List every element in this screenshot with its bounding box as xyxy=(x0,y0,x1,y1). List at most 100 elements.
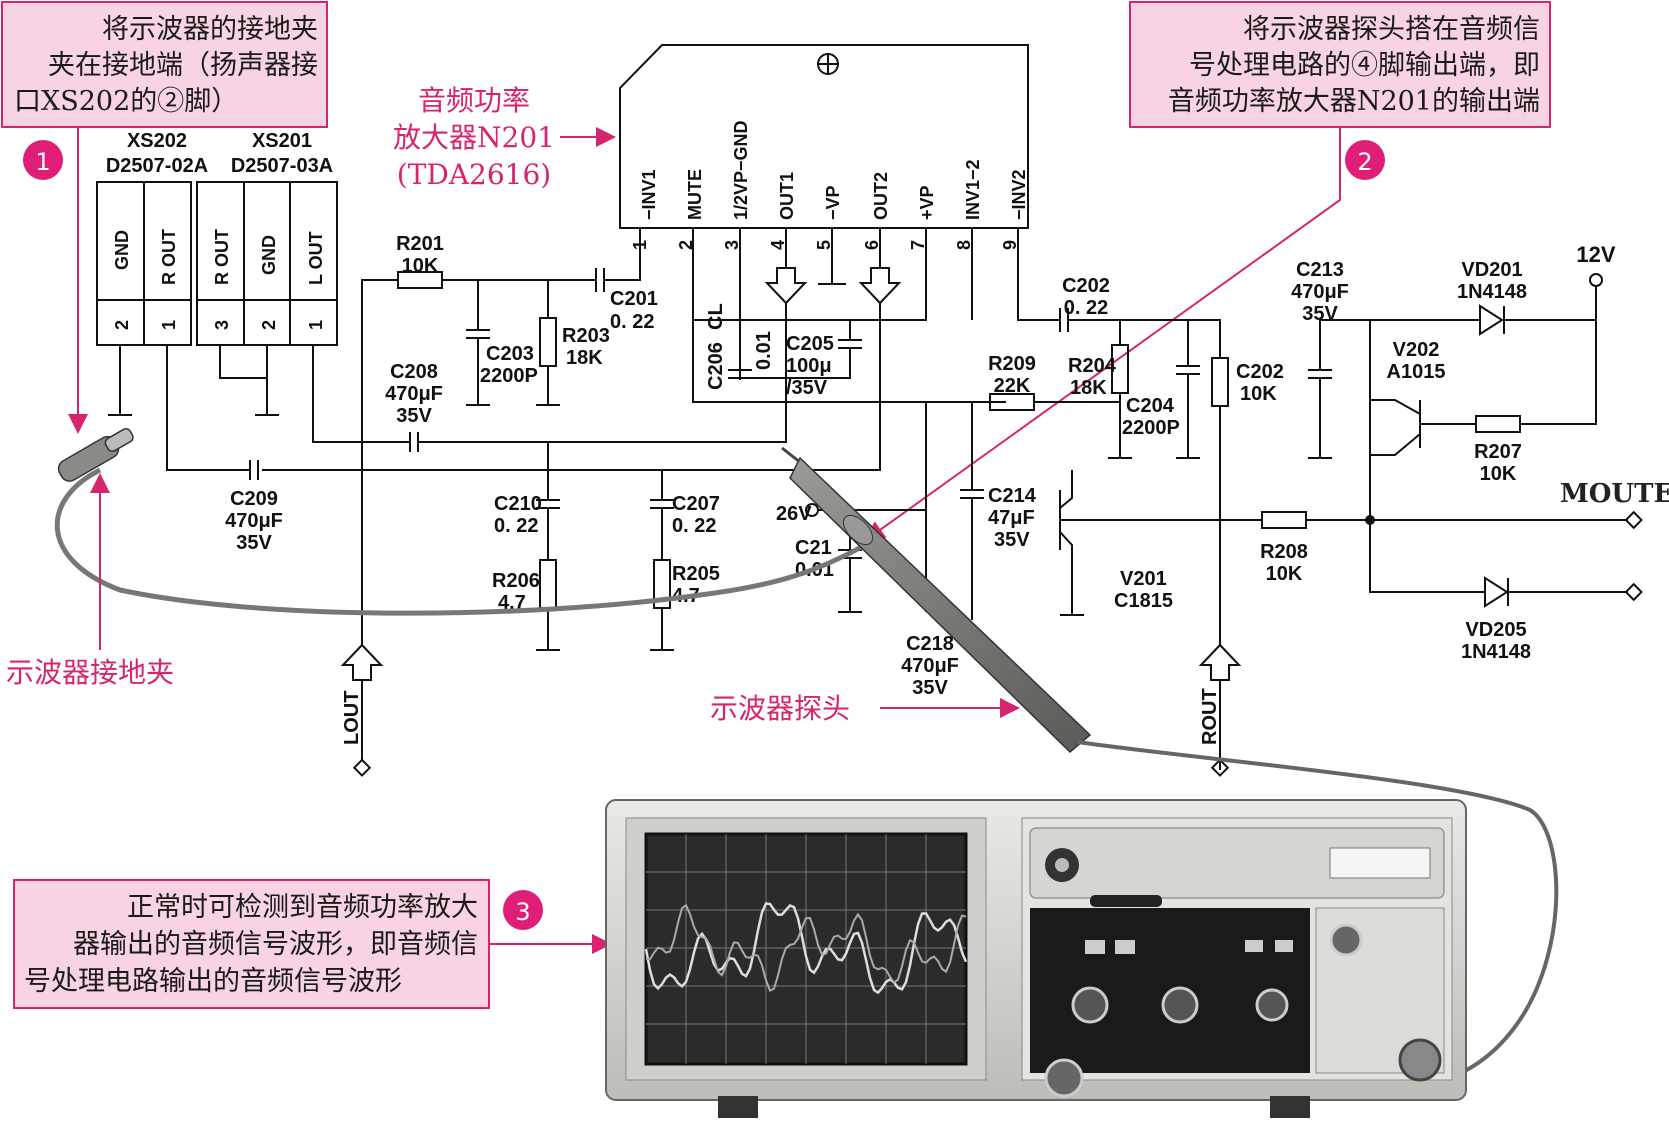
ic-pin-label-2: MUTE xyxy=(685,169,705,220)
mute-label: MOUTE xyxy=(1560,479,1669,509)
xs202-pin-rout: R OUT xyxy=(159,229,179,285)
r201-name: R201 xyxy=(396,233,444,255)
xs202-num-1: 1 xyxy=(159,320,179,330)
c214-name: C214 xyxy=(988,485,1037,507)
c210-name: C210 xyxy=(494,493,542,515)
xs201-name: XS201 xyxy=(252,130,312,152)
vd205-type: 1N4148 xyxy=(1461,641,1531,663)
ic-pin-label-3: 1/2VP−GND xyxy=(731,120,751,220)
badge-3 xyxy=(503,890,543,930)
c213-name: C213 xyxy=(1296,259,1344,281)
r207-name: R207 xyxy=(1474,441,1522,463)
c218-rating: 35V xyxy=(912,677,948,699)
r209-value: 22K xyxy=(994,375,1031,397)
c201-name: C201 xyxy=(610,288,658,310)
amplifier-label: 音频功率 放大器N201 (TDA2616) xyxy=(393,84,616,191)
ic-pin-label-9: −INV2 xyxy=(1009,169,1029,220)
ic-pin-number-5: 5 xyxy=(814,240,834,250)
circuit-wires xyxy=(108,228,1643,777)
callout-3-line-2: 器输出的音频信号波形，即音频信 xyxy=(73,929,478,960)
r205-name: R205 xyxy=(672,563,720,585)
probe-label: 示波器探头 xyxy=(710,692,850,725)
amp-label-line-3: (TDA2616) xyxy=(397,158,551,191)
c213-value: 470μF xyxy=(1291,281,1349,303)
ic-pin-label-8: INV1−2 xyxy=(963,159,983,220)
xs202-num-2: 2 xyxy=(112,320,132,330)
c207-value: 0. 22 xyxy=(672,515,716,537)
callout-3-line-3: 号处理电路输出的音频信号波形 xyxy=(24,966,402,997)
callout-2-line-2: 号处理电路的④脚输出端，即 xyxy=(1189,50,1540,81)
connector-xs201: XS201 D2507-03A R OUT GND L OUT 3 2 1 xyxy=(196,130,338,346)
lout-label: LOUT xyxy=(341,691,363,745)
c206-name: C206 xyxy=(705,342,727,390)
ic-pin-label-5: −VP xyxy=(823,185,843,220)
xs202-name: XS202 xyxy=(127,130,187,152)
c205-rating: /35V xyxy=(786,377,828,399)
r201-value: 10K xyxy=(402,255,439,277)
badge-1 xyxy=(23,140,63,180)
c205-name: C205 xyxy=(786,333,834,355)
c202a-name: C202 xyxy=(1062,275,1110,297)
xs201-part: D2507-03A xyxy=(231,155,333,177)
ic-n201: −INV11MUTE21/2VP−GND3OUT14−VP5OUT26+VP7I… xyxy=(619,44,1029,250)
r203-name: R203 xyxy=(562,325,610,347)
amp-label-line-2: 放大器N201 xyxy=(393,121,555,154)
v201-name: V201 xyxy=(1120,568,1167,590)
c209-name: C209 xyxy=(230,488,278,510)
c202b-value: 10K xyxy=(1240,383,1277,405)
ic-pin-number-9: 9 xyxy=(1000,240,1020,250)
c218-value: 470μF xyxy=(901,655,959,677)
c207-name: C207 xyxy=(672,493,720,515)
badge-3-number: 3 xyxy=(515,898,530,926)
vd205-name: VD205 xyxy=(1465,619,1526,641)
v201-type: C1815 xyxy=(1114,590,1173,612)
ground-clip-label: 示波器接地夹 xyxy=(6,656,174,689)
c209-value: 470μF xyxy=(225,510,283,532)
callout-2: 将示波器探头搭在音频信 号处理电路的④脚输出端，即 音频功率放大器N201的输出… xyxy=(864,1,1551,542)
callout-1-line-2: 夹在接地端（扬声器接 xyxy=(48,50,318,81)
xs202-part: D2507-02A xyxy=(106,155,208,177)
rout-label: ROUT xyxy=(1199,688,1221,745)
c218-name: C218 xyxy=(906,633,954,655)
callout-2-line-1: 将示波器探头搭在音频信 xyxy=(1243,14,1540,45)
callout-3-line-1: 正常时可检测到音频功率放大 xyxy=(127,892,478,923)
callout-2-line-3: 音频功率放大器N201的输出端 xyxy=(1168,86,1540,117)
ic-pin-number-2: 2 xyxy=(676,240,696,250)
ic-pin-number-6: 6 xyxy=(862,240,882,250)
c201-value: 0. 22 xyxy=(610,311,654,333)
xs201-num-2: 2 xyxy=(259,320,279,330)
c208-value: 470μF xyxy=(385,383,443,405)
v202-name: V202 xyxy=(1393,339,1440,361)
callout-3: 正常时可检测到音频功率放大 器输出的音频信号波形，即音频信 号处理电路输出的音频… xyxy=(13,879,612,1009)
c206-cl: CL xyxy=(705,303,727,330)
r204-value: 18K xyxy=(1070,377,1107,399)
r206-name: R206 xyxy=(492,570,540,592)
xs202-pin-gnd: GND xyxy=(112,230,132,270)
r207-value: 10K xyxy=(1480,463,1517,485)
callout-1-line-3: 口XS202的②脚） xyxy=(14,86,238,117)
vd201-type: 1N4148 xyxy=(1457,281,1527,303)
callout-1: 将示波器的接地夹 夹在接地端（扬声器接 口XS202的②脚） 1 xyxy=(1,1,328,434)
ground-clip: 示波器接地夹 xyxy=(6,428,867,689)
xs201-num-1: 1 xyxy=(306,320,326,330)
c202b-name: C202 xyxy=(1236,361,1284,383)
c202a-value: 0. 22 xyxy=(1064,297,1108,319)
r204-name: R204 xyxy=(1068,355,1117,377)
ic-pin-number-3: 3 xyxy=(722,240,742,250)
v26-label: 26V xyxy=(776,503,812,525)
xs201-pin-lout: L OUT xyxy=(306,231,326,285)
ic-pin-label-6: OUT2 xyxy=(871,172,891,220)
c208-name: C208 xyxy=(390,361,438,383)
ic-pin-number-8: 8 xyxy=(954,240,974,250)
ic-pin-label-1: −INV1 xyxy=(639,169,659,220)
r209-name: R209 xyxy=(988,353,1036,375)
xs201-num-3: 3 xyxy=(212,320,232,330)
xs201-pin-rout: R OUT xyxy=(212,229,232,285)
c21x-name: C21 xyxy=(795,537,832,559)
connector-xs202: XS202 D2507-02A GND R OUT 2 1 xyxy=(96,130,208,346)
badge-2-number: 2 xyxy=(1357,148,1372,176)
c214-rating: 35V xyxy=(994,529,1030,551)
c214-value: 47μF xyxy=(988,507,1035,529)
c204-name: C204 xyxy=(1126,395,1175,417)
